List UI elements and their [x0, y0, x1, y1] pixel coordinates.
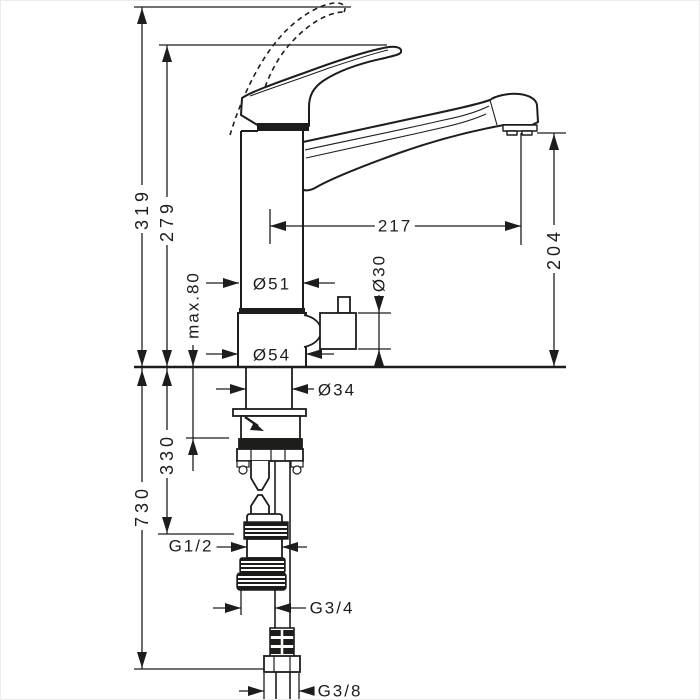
dim-side-port-diameter-label: Ø30: [370, 250, 389, 296]
dim-spout-reach-label: 217: [374, 217, 416, 235]
connector-g12: [243, 513, 289, 559]
mounting-shank: [245, 367, 293, 409]
dim-max-mounting-thickness-label: max.80: [184, 268, 203, 342]
base: [237, 312, 307, 368]
side-port: [303, 296, 357, 350]
hose-braided-fitting: [269, 627, 295, 658]
dim-below-deck-length-label: 330: [157, 429, 177, 479]
dim-base-diameter-label: Ø54: [249, 346, 295, 364]
base-top-bar: [239, 308, 305, 313]
connector-g34: [236, 557, 287, 591]
thread-g34-label: G3/4: [306, 599, 358, 617]
dim-spout-outlet-height-label: 204: [544, 224, 564, 274]
thread-g38-label: G3/8: [314, 682, 366, 699]
handle-joint-bar: [257, 123, 309, 131]
supply-pipe: [250, 461, 270, 516]
mounting-hardware: [232, 408, 307, 475]
spout: [302, 92, 539, 192]
dim-handle-height-label: 279: [157, 196, 177, 246]
dim-overall-length-below-label: 730: [132, 481, 152, 531]
thread-g12-label: G1/2: [165, 537, 217, 555]
handle-lever: [240, 45, 403, 127]
hose-nut-g38: [263, 655, 301, 699]
dim-body-diameter-label: Ø51: [249, 275, 295, 293]
dim-shank-diameter-label: Ø34: [314, 381, 360, 399]
dim-overall-height-label: 319: [132, 184, 152, 234]
handle-open-dashed: [229, 2, 346, 136]
